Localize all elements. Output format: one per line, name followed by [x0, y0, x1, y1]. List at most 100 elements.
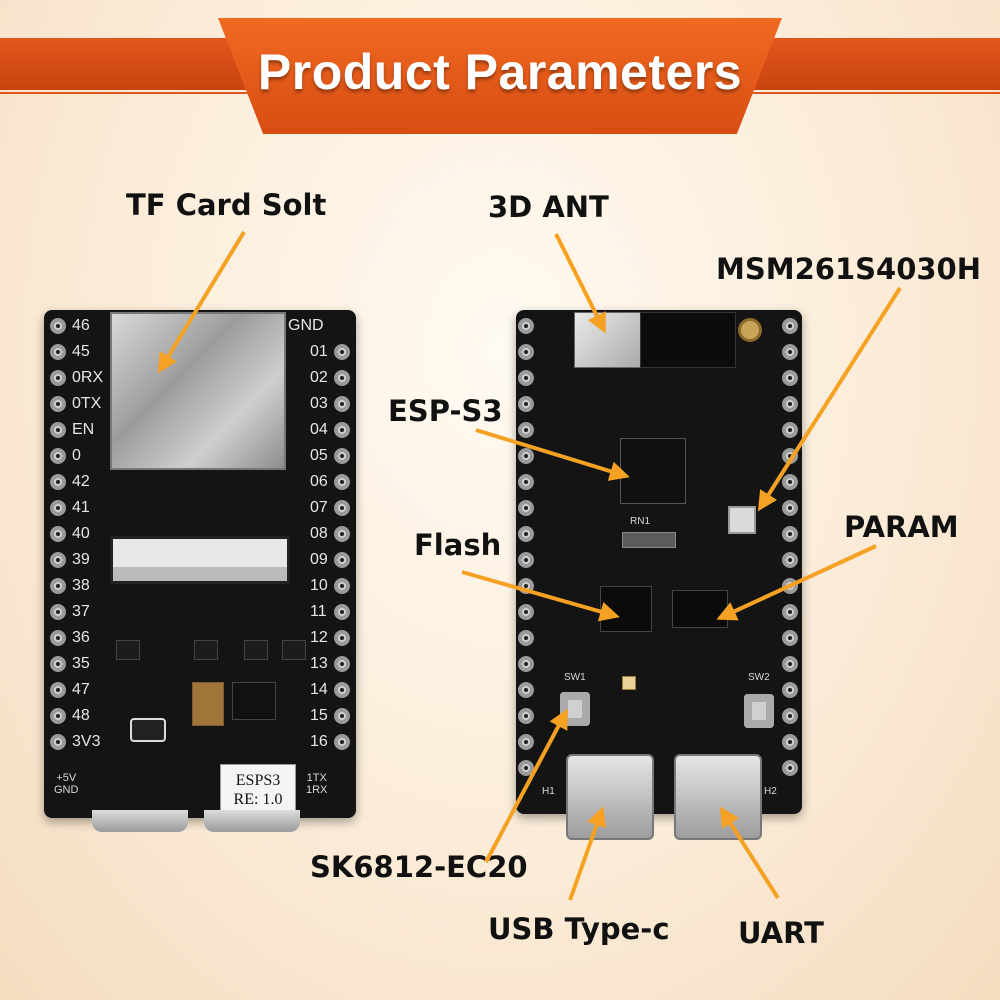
pin-label: 16: [310, 733, 328, 750]
pin-pad: [334, 682, 350, 698]
usb-port-left: [92, 810, 188, 832]
pin-pad: [50, 578, 66, 594]
pin-label: EN: [72, 421, 95, 438]
power-label-gnd: GND: [54, 784, 79, 796]
callout-usb: USB Type-c: [488, 912, 670, 946]
pin-pad: [518, 656, 534, 672]
pin-label: 37: [72, 603, 90, 620]
sk6812-led: [622, 676, 636, 690]
pin-label: 05: [310, 447, 328, 464]
pin-pad: [782, 656, 798, 672]
pin-pad: [50, 734, 66, 750]
sw2-button: [744, 694, 774, 728]
callout-uart: UART: [738, 916, 824, 950]
pin-label: 46: [72, 317, 90, 334]
pin-pad: [334, 734, 350, 750]
pin-label: 48: [72, 707, 90, 724]
callout-tf-card: TF Card Solt: [126, 188, 327, 222]
page-title: Product Parameters: [257, 44, 743, 100]
rn1-label: RN1: [630, 516, 651, 527]
pin-pad: [518, 396, 534, 412]
pin-pad: [334, 656, 350, 672]
pin-pad: [50, 604, 66, 620]
pin-pad: [782, 422, 798, 438]
pin-pad: [782, 630, 798, 646]
pin-label: 06: [310, 473, 328, 490]
pin-pad: [334, 396, 350, 412]
left-board: ESPS3 RE: 1.0: [44, 310, 356, 832]
right-power-labels: 1TX 1RX: [306, 772, 327, 796]
ufl-connector: [738, 318, 762, 342]
pin-label: 12: [310, 629, 328, 646]
power-label-1rx: 1RX: [306, 784, 328, 796]
callout-led: SK6812-EC20: [310, 850, 528, 884]
pin-label: 09: [310, 551, 328, 568]
antenna-module: [574, 312, 642, 368]
pin-label: 36: [72, 629, 90, 646]
pin-pad: [782, 604, 798, 620]
small-chip-1: [116, 640, 140, 660]
callout-flash: Flash: [414, 528, 502, 562]
pin-pad: [50, 422, 66, 438]
pin-pad: [518, 344, 534, 360]
pin-pad: [50, 630, 66, 646]
callout-mic: MSM261S4030H: [716, 252, 982, 286]
pin-pad: [334, 578, 350, 594]
antenna-ceramic: [640, 312, 736, 368]
pin-pad: [782, 682, 798, 698]
pin-pad: [50, 370, 66, 386]
tantalum-cap: [192, 682, 224, 726]
pin-pad: [334, 370, 350, 386]
fpc-connector: [110, 536, 290, 584]
pin-pad: [50, 344, 66, 360]
pin-pad: [782, 474, 798, 490]
pin-label: 0TX: [72, 395, 102, 412]
pin-pad: [50, 526, 66, 542]
small-chip-4: [282, 640, 306, 660]
pin-pad: [518, 474, 534, 490]
pin-label: 3V3: [72, 733, 101, 750]
pin-label: 01: [310, 343, 328, 360]
pin-pad: [518, 370, 534, 386]
left-power-labels: +5V GND: [54, 772, 78, 796]
pin-pad: [782, 734, 798, 750]
callout-3d-ant: 3D ANT: [488, 190, 609, 224]
rn1-resistor-network: [622, 532, 676, 548]
tf-card-slot: [110, 312, 286, 470]
pin-pad: [782, 344, 798, 360]
pin-label: 38: [72, 577, 90, 594]
pin-pad: [50, 396, 66, 412]
pin-pad: [334, 422, 350, 438]
pin-pad: [518, 630, 534, 646]
small-chip-3: [244, 640, 268, 660]
pin-pad: [50, 708, 66, 724]
power-label-5v: +5V: [56, 772, 77, 784]
pin-pad: [334, 630, 350, 646]
left-board-left-pins: 46 45 0RX 0TX EN 0 42 41 40 39 38 37 36 …: [50, 316, 110, 756]
pin-pad: [50, 682, 66, 698]
small-chip-2: [194, 640, 218, 660]
pin-pad: [518, 708, 534, 724]
regulator-chip: [232, 682, 276, 720]
pin-label: 10: [310, 577, 328, 594]
pin-pad: [334, 500, 350, 516]
pin-pad: [782, 500, 798, 516]
pin-label: 13: [310, 655, 328, 672]
version-badge-name: ESPS3: [235, 771, 281, 789]
left-board-right-pins: GND 01 02 03 04 05 06 07 08 09 10 11 12 …: [288, 316, 354, 756]
pin-pad: [334, 526, 350, 542]
pin-pad: [518, 604, 534, 620]
pin-pad: [50, 474, 66, 490]
pin-pad: [518, 578, 534, 594]
pin-label: 45: [72, 343, 90, 360]
pin-pad: [782, 578, 798, 594]
pin-pad: [334, 344, 350, 360]
pin-label: 35: [72, 655, 90, 672]
pin-pad: [518, 552, 534, 568]
sw1-label: SW1: [564, 672, 586, 683]
pin-pad: [334, 552, 350, 568]
pin-label: 41: [72, 499, 90, 516]
pin-label: 0: [72, 447, 81, 464]
button-left: [130, 718, 166, 742]
pin-pad: [334, 708, 350, 724]
